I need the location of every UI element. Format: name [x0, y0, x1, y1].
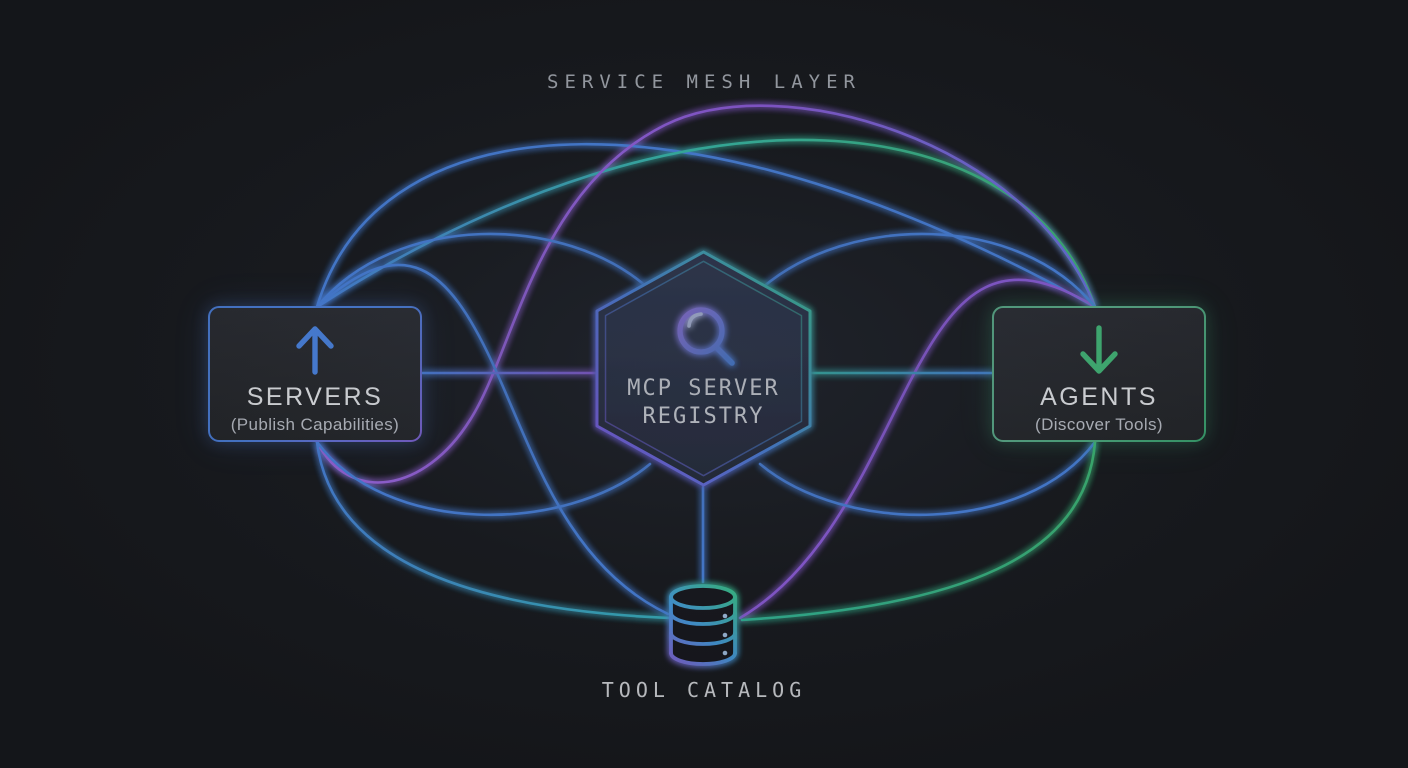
mesh-curve-top-blue: [315, 142, 1097, 309]
servers-label: SERVERS: [246, 383, 384, 411]
arrow-down-icon: [1080, 325, 1118, 374]
search-icon: [677, 307, 735, 366]
arrow-up-icon: [296, 326, 334, 375]
mesh-curve-agents-catalog-sweep: [740, 440, 1097, 622]
mesh-curve-servers-hex-top: [315, 232, 650, 309]
mesh-curve-servers-catalog-sweep: [315, 440, 672, 620]
mesh-curve-sag-left: [315, 440, 652, 517]
agents-label: AGENTS: [1040, 383, 1158, 411]
layer-title: SERVICE MESH LAYER: [547, 71, 861, 93]
database-icon: [669, 584, 737, 666]
agents-node: AGENTS (Discover Tools): [992, 306, 1206, 442]
registry-label-line1: MCP SERVER: [627, 376, 780, 401]
agents-sublabel: (Discover Tools): [1035, 415, 1163, 434]
mesh-curve-servers-catalog-steep: [315, 263, 670, 616]
mesh-curve-purple-left: [315, 104, 1097, 484]
servers-node: SERVERS (Publish Capabilities): [208, 306, 422, 442]
mesh-lines: [315, 104, 1097, 622]
catalog-label: TOOL CATALOG: [601, 678, 807, 702]
registry-label: MCP SERVER REGISTRY: [588, 375, 819, 431]
servers-sublabel: (Publish Capabilities): [230, 415, 400, 434]
registry-hexagon: [595, 250, 812, 487]
mesh-curve-sag-right: [758, 440, 1097, 517]
mesh-curve-agents-hex-top: [760, 232, 1097, 309]
mesh-curve-top-teal: [315, 138, 1097, 309]
registry-label-line2: REGISTRY: [642, 404, 765, 429]
